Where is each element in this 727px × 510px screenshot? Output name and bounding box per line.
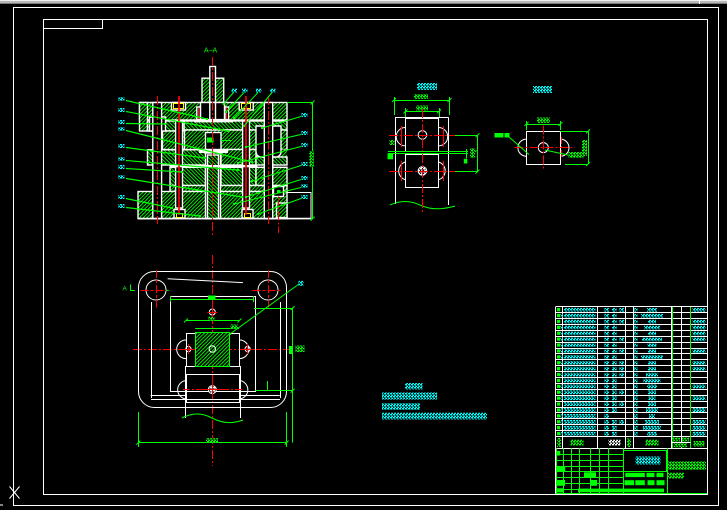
svg-text:A: A xyxy=(123,286,128,293)
svg-text:A–A: A–A xyxy=(204,48,218,55)
